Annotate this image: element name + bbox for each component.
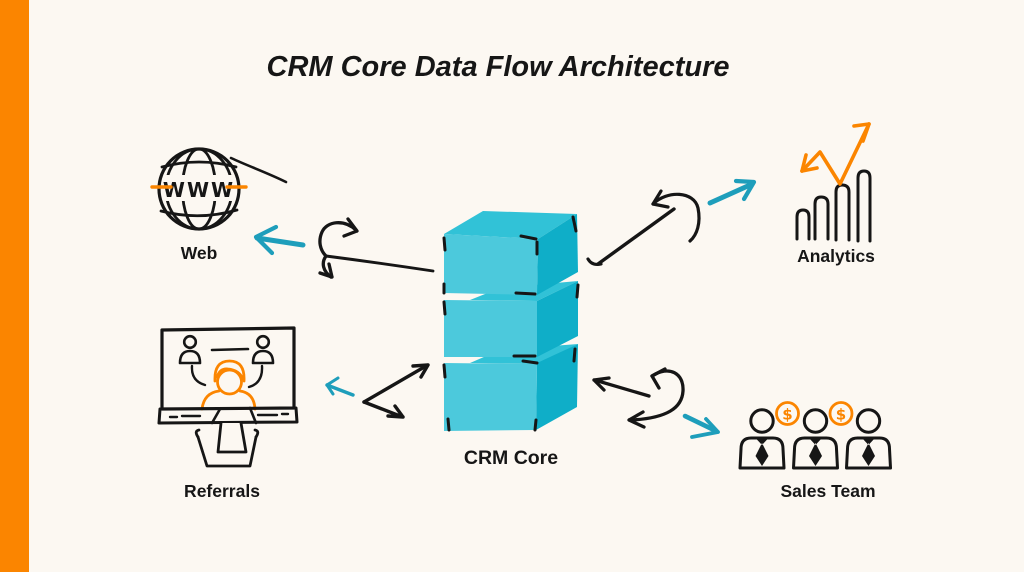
sales-people-icon: $ $: [738, 401, 892, 470]
globe-www-text: WWW: [163, 178, 235, 202]
salesperson: [845, 408, 892, 470]
monitor-people-icon: [157, 326, 299, 468]
page-title: CRM Core Data Flow Architecture: [266, 51, 730, 83]
sales-team-label: Sales Team: [780, 481, 876, 501]
flow-arrow-core-sales: [592, 367, 720, 439]
stacked-cubes-icon: [442, 211, 580, 432]
bottom-white-strip: [0, 572, 1024, 576]
web-label: Web: [180, 243, 218, 263]
dollar-sign: $: [836, 406, 846, 424]
salesperson: [738, 408, 786, 470]
flow-arrow-core-referrals: [325, 363, 430, 419]
analytics-label: Analytics: [797, 246, 875, 266]
referrals-label: Referrals: [184, 481, 260, 501]
bar-chart-trend-icon: [795, 122, 872, 243]
referral-contacts: [178, 334, 275, 389]
referral-person-orange: [200, 359, 257, 411]
trend-arrow: [800, 122, 871, 186]
flow-arrow-core-web: [253, 217, 435, 279]
salesperson: [792, 408, 839, 470]
dollar-sign: $: [782, 406, 792, 424]
crm-core-label: CRM Core: [463, 447, 559, 469]
left-accent-bar: [0, 0, 29, 572]
flow-arrow-core-analytics: [586, 178, 757, 267]
dollar-badge: $: [828, 401, 854, 426]
dollar-badge: $: [775, 401, 800, 426]
cube-sketch-accents: [442, 215, 580, 432]
globe-www-icon: WWW: [150, 147, 288, 231]
